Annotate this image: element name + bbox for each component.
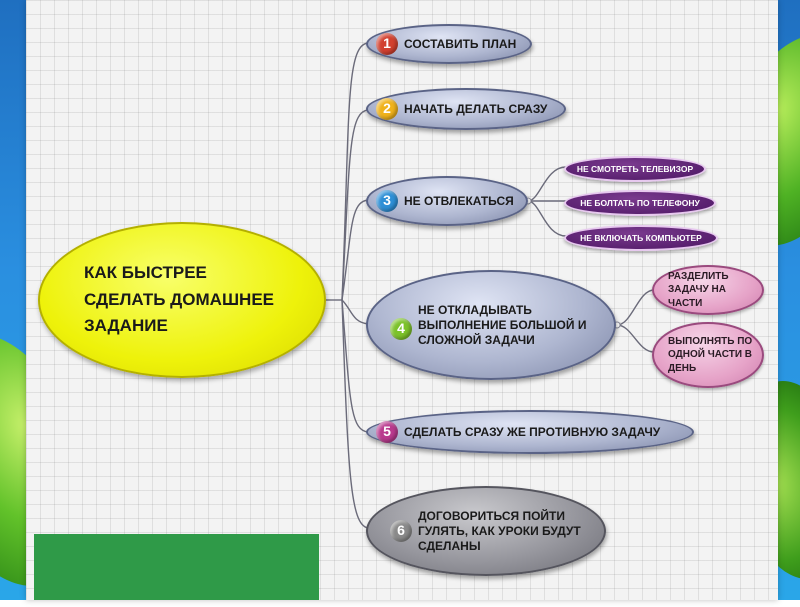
sub-4-2: ВЫПОЛНЯТЬ ПО ОДНОЙ ЧАСТИ В ДЕНЬ bbox=[652, 322, 764, 388]
sub-3-2-label: НЕ БОЛТАТЬ ПО ТЕЛЕФОНУ bbox=[580, 198, 700, 208]
sub-4-2-line-1: ВЫПОЛНЯТЬ ПО bbox=[668, 335, 753, 347]
connector-branch-6 bbox=[341, 299, 369, 529]
branch-2-label: НАЧАТЬ ДЕЛАТЬ СРАЗУ bbox=[404, 101, 548, 116]
number-2-badge: 2 bbox=[376, 98, 398, 120]
branch-6: 6 ДОГОВОРИТЬСЯ ПОЙТИ ГУЛЯТЬ, КАК УРОКИ Б… bbox=[366, 486, 606, 576]
connector-branch-2 bbox=[341, 109, 369, 301]
connector-branch-5 bbox=[341, 299, 369, 433]
root-line-3: ЗАДАНИЕ bbox=[84, 316, 168, 336]
branch-4: 4 НЕ ОТКЛАДЫВАТЬ ВЫПОЛНЕНИЕ БОЛЬШОЙ И СЛ… bbox=[366, 270, 616, 380]
branch-6-line-1: ДОГОВОРИТЬСЯ ПОЙТИ bbox=[418, 508, 566, 523]
branch-1-label: СОСТАВИТЬ ПЛАН bbox=[404, 36, 517, 51]
sub-3-3: НЕ ВКЛЮЧАТЬ КОМПЬЮТЕР bbox=[564, 225, 718, 251]
root-line-1: КАК БЫСТРЕЕ bbox=[84, 263, 207, 283]
sub-3-1: НЕ СМОТРЕТЬ ТЕЛЕВИЗОР bbox=[564, 156, 706, 182]
branch-6-line-2: ГУЛЯТЬ, КАК УРОКИ БУДУТ bbox=[418, 523, 581, 538]
root-line-2: СДЕЛАТЬ ДОМАШНЕЕ bbox=[84, 289, 274, 309]
connector-sub-4-2 bbox=[616, 324, 655, 353]
branch-2: 2 НАЧАТЬ ДЕЛАТЬ СРАЗУ bbox=[366, 88, 566, 130]
branch-3: 3 НЕ ОТВЛЕКАТЬСЯ bbox=[366, 176, 528, 226]
root-topic: КАК БЫСТРЕЕ СДЕЛАТЬ ДОМАШНЕЕ ЗАДАНИЕ bbox=[38, 222, 326, 378]
connector-branch-1 bbox=[341, 42, 369, 301]
number-6-badge: 6 bbox=[390, 520, 412, 542]
branch-4-line-3: СЛОЖНОЙ ЗАДАЧИ bbox=[418, 332, 535, 347]
number-3-badge: 3 bbox=[376, 190, 398, 212]
sub-3-3-label: НЕ ВКЛЮЧАТЬ КОМПЬЮТЕР bbox=[580, 233, 702, 243]
branch-5-label: СДЕЛАТЬ СРАЗУ ЖЕ ПРОТИВНУЮ ЗАДАЧУ bbox=[404, 424, 661, 439]
sub-3-2: НЕ БОЛТАТЬ ПО ТЕЛЕФОНУ bbox=[564, 190, 716, 216]
connector-sub-3-3 bbox=[527, 200, 567, 237]
branch-3-label: НЕ ОТВЛЕКАТЬСЯ bbox=[404, 193, 514, 208]
number-1-badge: 1 bbox=[376, 33, 398, 55]
sub-4-1: РАЗДЕЛИТЬ ЗАДАЧУ НА ЧАСТИ bbox=[652, 265, 764, 315]
sub-4-2-line-2: ОДНОЙ ЧАСТИ В bbox=[668, 349, 753, 361]
branch-4-line-2: ВЫПОЛНЕНИЕ БОЛЬШОЙ И bbox=[418, 317, 587, 332]
connector-sub-3-1 bbox=[527, 166, 567, 202]
connector-sub-4-1 bbox=[616, 289, 655, 326]
branch-5: 5 СДЕЛАТЬ СРАЗУ ЖЕ ПРОТИВНУЮ ЗАДАЧУ bbox=[366, 410, 694, 454]
branch-6-line-3: СДЕЛАНЫ bbox=[418, 538, 481, 553]
sub-3-1-label: НЕ СМОТРЕТЬ ТЕЛЕВИЗОР bbox=[576, 164, 694, 174]
sub-4-2-line-3: ДЕНЬ bbox=[668, 362, 697, 374]
number-4-badge: 4 bbox=[390, 318, 412, 340]
branch-4-line-1: НЕ ОТКЛАДЫВАТЬ bbox=[418, 302, 532, 317]
connector-branch-4 bbox=[341, 299, 369, 325]
number-5-badge: 5 bbox=[376, 421, 398, 443]
branch-1: 1 СОСТАВИТЬ ПЛАН bbox=[366, 24, 532, 64]
sub-4-1-line-2: ЗАДАЧУ НА ЧАСТИ bbox=[668, 284, 726, 309]
sub-4-1-line-1: РАЗДЕЛИТЬ bbox=[668, 270, 729, 282]
green-rectangle-overlay bbox=[34, 534, 319, 600]
connector-branch-3 bbox=[341, 199, 369, 301]
